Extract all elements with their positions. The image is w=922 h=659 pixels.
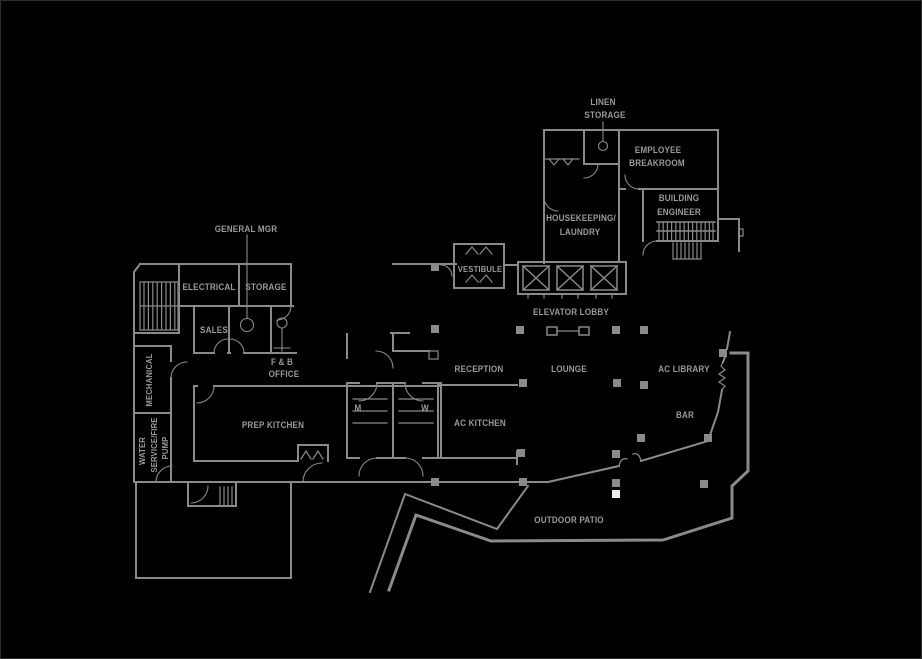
room-label-linen-storage-line2: STORAGE bbox=[584, 110, 626, 120]
room-label-water: WATER bbox=[137, 437, 147, 465]
patio-boundary bbox=[387, 351, 750, 592]
room-label-employee-breakroom-line2: BREAKROOM bbox=[629, 158, 685, 168]
general-mgr-leader bbox=[239, 234, 255, 333]
walkway-edge bbox=[368, 484, 530, 594]
fireplace bbox=[546, 326, 590, 336]
room-label-electrical: ELECTRICAL bbox=[182, 282, 236, 292]
elevator-bank bbox=[517, 261, 627, 299]
room-label-service-fire: SERVICE/FIRE bbox=[149, 417, 159, 473]
bottom-left-stair bbox=[219, 486, 233, 506]
room-label-womens-restroom: W bbox=[421, 403, 429, 413]
housekeeping-wing-walls bbox=[543, 129, 744, 264]
room-label-lounge: LOUNGE bbox=[551, 364, 587, 374]
room-label-outdoor-patio: OUTDOOR PATIO bbox=[534, 515, 604, 525]
vestibule-structure bbox=[453, 243, 519, 289]
room-label-fb-office-line1: F & B bbox=[270, 357, 294, 367]
room-label-mens-restroom: M bbox=[354, 403, 362, 413]
restroom-walls bbox=[346, 382, 442, 459]
linen-storage-leader bbox=[597, 121, 609, 152]
prep-kitchen-walls bbox=[193, 385, 442, 462]
room-label-storage: STORAGE bbox=[245, 282, 287, 292]
restroom-stalls bbox=[352, 398, 434, 424]
room-label-housekeeping-laundry-line2: LAUNDRY bbox=[559, 227, 601, 237]
door-arcs bbox=[155, 163, 658, 504]
room-label-ac-library: AC LIBRARY bbox=[658, 364, 710, 374]
window-marks bbox=[543, 158, 580, 166]
room-label-elevator-lobby: ELEVATOR LOBBY bbox=[533, 307, 609, 317]
room-label-prep-kitchen: PREP KITCHEN bbox=[241, 420, 305, 430]
room-label-fb-office-line2: OFFICE bbox=[268, 369, 300, 379]
prep-kitchen-door-marks bbox=[300, 449, 324, 460]
room-label-reception: RECEPTION bbox=[454, 364, 504, 374]
room-label-vestibule: VESTIBULE bbox=[457, 264, 503, 274]
vestibule-mat-marks bbox=[465, 246, 493, 283]
room-label-pump: PUMP bbox=[160, 436, 170, 460]
folding-door bbox=[717, 361, 727, 391]
room-label-employee-breakroom-line1: EMPLOYEE bbox=[634, 145, 682, 155]
columns bbox=[431, 263, 727, 488]
room-label-mechanical: MECHANICAL bbox=[144, 353, 154, 407]
exterior-walls bbox=[133, 262, 732, 484]
room-label-ac-kitchen: AC KITCHEN bbox=[454, 418, 506, 428]
room-label-building-engineer-line2: ENGINEER bbox=[657, 207, 701, 217]
mechanical-rooms bbox=[133, 345, 172, 483]
room-label-bar: BAR bbox=[675, 410, 695, 420]
southeast-stair bbox=[656, 221, 716, 260]
room-label-sales: SALES bbox=[200, 325, 228, 335]
fb-office-symbol bbox=[273, 317, 291, 352]
left-office-walls bbox=[178, 263, 297, 354]
patio-marker bbox=[612, 490, 620, 498]
bottom-left-room bbox=[135, 483, 292, 579]
room-label-linen-storage-line1: LINEN bbox=[590, 97, 616, 107]
northwest-stair bbox=[139, 281, 179, 331]
room-label-building-engineer-line1: BUILDING bbox=[658, 193, 700, 203]
patio-door-leaves bbox=[618, 453, 642, 467]
corridor-walls bbox=[346, 332, 439, 360]
room-label-general-mgr: GENERAL MGR bbox=[214, 224, 278, 234]
room-label-housekeeping-laundry-line1: HOUSEKEEPING/ bbox=[546, 213, 616, 223]
